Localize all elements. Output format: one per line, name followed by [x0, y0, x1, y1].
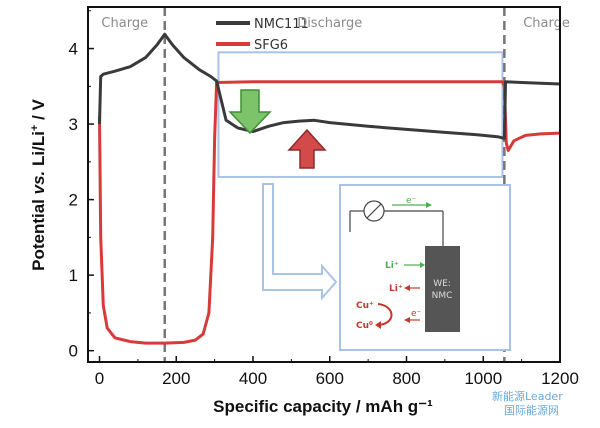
x-tick-label-400: 400	[239, 369, 267, 388]
cu-plus-label: Cu⁺	[356, 301, 374, 311]
x-axis-ticks: 0 200 400 600 800 1000 1200	[95, 356, 579, 388]
li-plus-label-red: Li⁺	[389, 284, 403, 294]
y-tick-label-3: 3	[69, 115, 78, 134]
x-tick-label-0: 0	[95, 369, 104, 388]
meter-needle	[366, 203, 382, 219]
y-axis-label: Potential vs. Li/Li+ / V	[29, 98, 48, 270]
legend: NMC111 SFG6	[216, 17, 309, 53]
watermark: 新能源Leader 国际能源网	[492, 389, 563, 417]
electrode-label-nmc: NMC	[432, 291, 453, 301]
x-tick-label-200: 200	[162, 369, 190, 388]
region-label-2: Charge	[523, 16, 570, 31]
working-electrode	[425, 246, 460, 332]
y-tick-label-0: 0	[69, 342, 78, 361]
legend-label-nmc111: NMC111	[254, 17, 309, 32]
watermark-line-1: 新能源Leader	[492, 389, 563, 403]
series-line-sfg6	[98, 80, 561, 345]
x-tick-label-600: 600	[316, 369, 344, 388]
li-plus-label-green: Li⁺	[385, 261, 399, 271]
zoom-connector-arrow	[262, 183, 338, 301]
y-tick-label-2: 2	[69, 191, 78, 210]
x-tick-label-800: 800	[392, 369, 420, 388]
series-layer	[98, 32, 561, 345]
electron-label-red: e⁻	[411, 309, 422, 319]
cu-zero-label: Cu⁰	[356, 321, 373, 331]
y-tick-label-1: 1	[69, 266, 78, 285]
x-tick-label-1000: 1000	[464, 369, 502, 388]
green-down-arrow	[228, 89, 272, 135]
y-tick-label-4: 4	[69, 40, 78, 59]
x-axis-label: Specific capacity / mAh g⁻¹	[213, 397, 433, 416]
zoom-box	[217, 51, 504, 178]
cu-reduction-arrow	[377, 303, 393, 326]
watermark-line-2: 国际能源网	[504, 403, 559, 417]
region-labels: Charge Discharge Charge	[101, 16, 569, 31]
legend-label-sfg6: SFG6	[254, 38, 288, 53]
electron-label-top: e⁻	[406, 196, 417, 206]
y-axis-ticks: 0 1 2 3 4	[69, 10, 94, 361]
x-tick-label-1200: 1200	[541, 369, 579, 388]
cell-schematic-inset: e⁻ WE: NMC Li⁺ Li⁺ e⁻ Cu⁺ Cu⁰	[339, 184, 511, 351]
series-line-nmc111	[98, 32, 561, 140]
red-up-arrow	[287, 128, 327, 169]
plot-frame	[87, 6, 561, 363]
region-label-1: Discharge	[297, 16, 362, 31]
region-label-0: Charge	[101, 16, 148, 31]
electrode-label-we: WE:	[433, 279, 451, 289]
